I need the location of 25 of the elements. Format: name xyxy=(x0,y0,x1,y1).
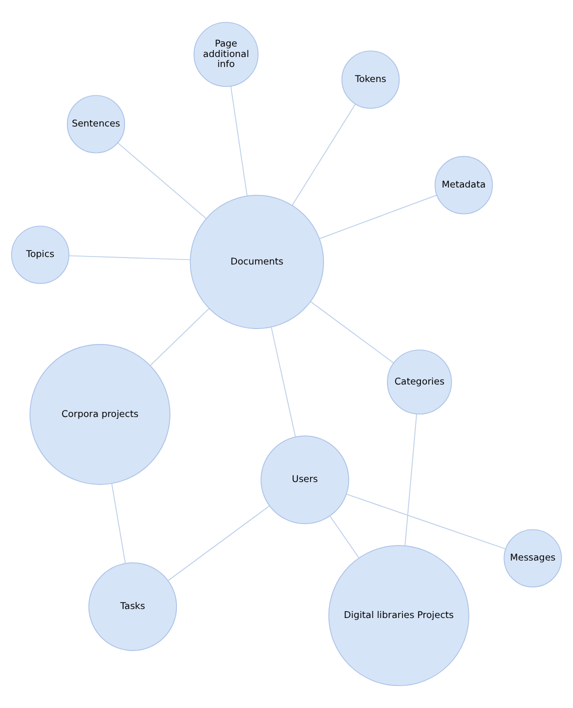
node-circle: Digital libraries Projects xyxy=(328,545,470,686)
node-circle: Users xyxy=(260,436,350,524)
connector xyxy=(111,483,126,564)
connector xyxy=(346,494,506,550)
node-circle: Page additional info xyxy=(194,22,259,87)
node-circle: Tasks xyxy=(88,562,177,651)
node-circle: Sentences xyxy=(66,95,126,154)
connector xyxy=(330,516,360,558)
node-circle: Categories xyxy=(386,350,452,415)
connector xyxy=(310,301,394,364)
connector xyxy=(404,414,418,546)
connector xyxy=(168,506,270,582)
node-circle: Documents xyxy=(190,194,324,329)
node-circle: Messages xyxy=(504,529,562,588)
connector xyxy=(270,326,296,438)
connector xyxy=(230,86,248,196)
node-circle: Topics xyxy=(11,226,70,284)
node-circle: Metadata xyxy=(434,156,493,214)
connector xyxy=(292,104,356,206)
node-circle: Tokens xyxy=(341,50,400,109)
connector xyxy=(118,142,207,219)
connector xyxy=(150,308,210,366)
connector xyxy=(68,255,191,260)
node-circle: Corpora projects xyxy=(30,344,170,485)
connector xyxy=(319,194,438,240)
